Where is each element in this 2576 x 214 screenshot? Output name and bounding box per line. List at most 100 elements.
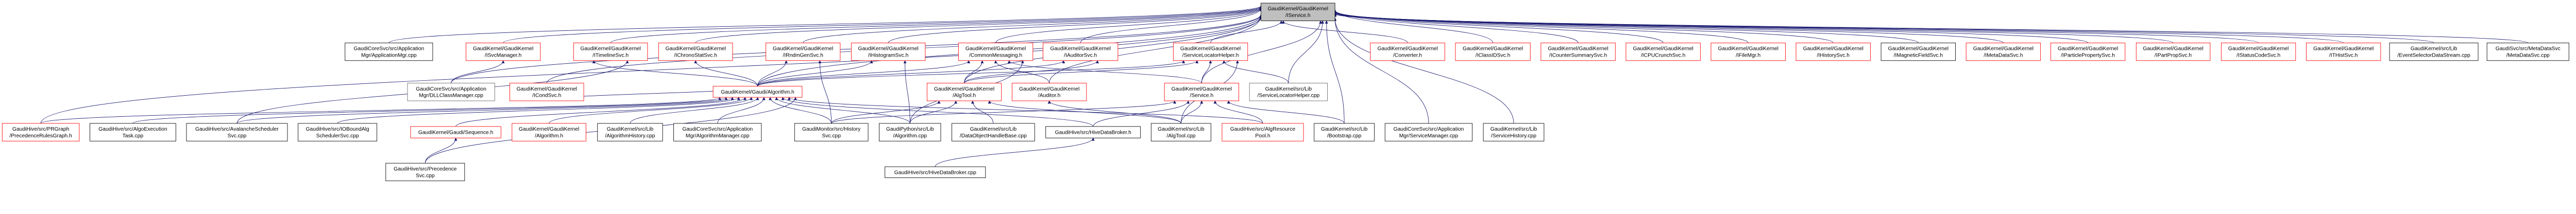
node-icpu[interactable]: GaudiKernel/GaudiKernel/ICPUCrunchSvc.h (1625, 42, 1701, 61)
node-ithist[interactable]: GaudiKernel/GaudiKernel/ITHistSvc.h (2306, 42, 2381, 61)
node-algtoolcpp[interactable]: GaudiKernel/src/Lib/AlgTool.cpp (1150, 123, 1211, 141)
node-box (2486, 42, 2569, 61)
node-evtsel[interactable]: GaudiKernel/src/Lib/EventSelectorDataStr… (2389, 42, 2479, 61)
node-label: /IService.h (1285, 13, 1311, 19)
node-metadatasvc[interactable]: GaudiSvc/src/MetaDataSvc/MetaDataSvc.cpp (2486, 42, 2569, 61)
node-svcmgr[interactable]: GaudiCoreSvc/src/ApplicationMgr/ServiceM… (1384, 123, 1473, 141)
edge-algres-to-serviceh (1213, 100, 1263, 123)
node-label: GaudiKernel/GaudiKernel (665, 46, 725, 52)
node-label: GaudiKernel/src/Lib (607, 127, 654, 132)
node-pyalg[interactable]: GaudiPython/src/Lib/Algorithm.cpp (879, 123, 941, 141)
edge-imetadata-to-iservice (1333, 11, 2004, 43)
edge-ihisto-to-iservice (888, 7, 1263, 43)
node-isvcmgr[interactable]: GaudiKernel/GaudiKernel/ISvcManager.h (465, 42, 541, 61)
node-label: /EventSelectorDataStream.cpp (2397, 52, 2470, 58)
node-algtoolh[interactable]: GaudiKernel/GaudiKernel/AlgTool.h (926, 83, 1002, 101)
edge-pyalg-to-algtoolh (909, 100, 958, 123)
node-label: GaudiKernel/src/Lib (1158, 127, 1205, 132)
node-box (1455, 42, 1531, 61)
edge-histsvc-to-galg (768, 97, 832, 123)
edge-galg-to-ichrono (694, 60, 758, 86)
node-label: /DataObjectHandleBase.cpp (960, 133, 1027, 139)
node-icond[interactable]: GaudiKernel/GaudiKernel/ICondSvc.h (510, 83, 584, 101)
node-label: GaudiKernel/GaudiKernel (1803, 46, 1863, 52)
node-hdbh[interactable]: GaudiHive/src/HiveDataBroker.h (1045, 126, 1141, 138)
node-box (1011, 83, 1087, 101)
node-box (345, 42, 433, 61)
node-label: /IParticlePropertySvc.h (2061, 52, 2115, 58)
node-svchist[interactable]: GaudiKernel/src/Lib/ServiceHistory.cpp (1483, 123, 1545, 141)
edge-histsvc-to-algtoolh (831, 100, 941, 124)
node-dohb[interactable]: GaudiKernel/src/Lib/DataObjectHandleBase… (952, 123, 1035, 141)
node-algmgr[interactable]: GaudiCoreSvc/src/ApplicationMgr/Algorith… (673, 123, 762, 141)
node-iservice[interactable]: GaudiKernel/GaudiKernel/IService.h (1261, 3, 1335, 21)
node-label: /IMagneticFieldSvc.h (1894, 52, 1943, 58)
node-imetadata[interactable]: GaudiKernel/GaudiKernel/IMetaDataSvc.h (1965, 42, 2041, 61)
node-istatus[interactable]: GaudiKernel/GaudiKernel/IStatusCodeSvc.h (2221, 42, 2296, 61)
node-label: /IStatusCodeSvc.h (2236, 52, 2281, 58)
node-irndm[interactable]: GaudiKernel/GaudiKernel/IRndmGenSvc.h (765, 42, 841, 61)
node-auditorh[interactable]: GaudiKernel/GaudiKernel/Auditor.h (1011, 83, 1087, 101)
node-label: /AlgTool.h (953, 93, 976, 99)
node-slhcpp[interactable]: GaudiKernel/src/Lib/ServiceLocatorHelper… (1249, 83, 1328, 101)
node-ihistory[interactable]: GaudiKernel/GaudiKernel/IHistorySvc.h (1795, 42, 1871, 61)
node-ipartpropsvc[interactable]: GaudiKernel/GaudiKernel/IPartPropSvc.h (2136, 42, 2211, 61)
node-label: GaudiCoreSvc/src/Application (416, 86, 486, 92)
node-label: /AlgorithmHistory.cpp (605, 133, 655, 139)
node-label: GaudiKernel/GaudiKernel (2228, 46, 2289, 52)
node-box (186, 123, 288, 141)
node-label: /IRndmGenSvc.h (783, 52, 823, 58)
node-appmgr[interactable]: GaudiCoreSvc/src/ApplicationMgr/Applicat… (345, 42, 433, 61)
node-label: /IClassIDSvc.h (1476, 52, 1511, 58)
edge-avalanche-to-galg (236, 97, 734, 124)
node-converter[interactable]: GaudiKernel/GaudiKernel/Converter.h (1370, 42, 1445, 61)
node-ipartprop[interactable]: GaudiKernel/GaudiKernel/IParticlePropert… (2050, 42, 2126, 61)
node-label: Mgr/ApplicationMgr.cpp (361, 52, 417, 58)
node-ichrono[interactable]: GaudiKernel/GaudiKernel/IChronoStatSvc.h (658, 42, 733, 61)
node-icounter[interactable]: GaudiKernel/GaudiKernel/ICounterSummaryS… (1540, 42, 1616, 61)
edge-evtsel-to-iservice (1333, 13, 2434, 43)
node-box (385, 163, 465, 182)
node-box (1483, 123, 1545, 141)
node-histsvc[interactable]: GaudiMonitor/src/HistorySvc.cpp (794, 123, 869, 141)
node-prgraph[interactable]: GaudiHive/src/PRGraph/PrecedenceRulesGra… (2, 123, 80, 141)
node-iclassid[interactable]: GaudiKernel/GaudiKernel/IClassIDSvc.h (1455, 42, 1531, 61)
node-box (926, 83, 1002, 101)
edge-gkalg-to-galg (549, 97, 753, 124)
node-label: /ICounterSummarySvc.h (1549, 52, 1607, 58)
node-ihisto[interactable]: GaudiKernel/GaudiKernel/IHistogramSvc.h (851, 42, 926, 61)
node-iaudsvc[interactable]: GaudiKernel/GaudiKernel/IAuditorSvc.h (1043, 42, 1118, 61)
node-itimeline[interactable]: GaudiKernel/GaudiKernel/ITimelineSvc.h (573, 42, 648, 61)
node-label: /ITimelineSvc.h (592, 52, 629, 58)
node-box (597, 123, 663, 141)
node-dllcm[interactable]: GaudiCoreSvc/src/ApplicationMgr/DLLClass… (407, 83, 495, 101)
node-imagfield[interactable]: GaudiKernel/GaudiKernel/IMagneticFieldSv… (1880, 42, 1956, 61)
node-label: GaudiKernel/GaudiKernel (1888, 46, 1948, 52)
node-box (1314, 123, 1375, 141)
edge-algtoolcpp-to-serviceh (1180, 100, 1204, 123)
edge-isvcmgr-to-iservice (503, 6, 1263, 43)
node-slh[interactable]: GaudiKernel/GaudiKernel/ServiceLocatorHe… (1173, 42, 1248, 61)
edge-irndm-to-iservice (803, 7, 1263, 43)
node-galg[interactable]: GaudiKernel/Gaudi/Algorithm.h (713, 86, 803, 98)
node-sequence[interactable]: GaudiKernel/Gaudi/Sequence.h (410, 126, 501, 138)
node-ifilemgr[interactable]: GaudiKernel/GaudiKernel/IFileMgr.h (1710, 42, 1786, 61)
node-bootstrap[interactable]: GaudiKernel/src/Lib/Bootstrap.cpp (1314, 123, 1375, 141)
edge-algoexec-to-galg (132, 97, 728, 124)
node-label: GaudiHive/src/HiveDataBroker.cpp (894, 170, 976, 175)
node-box (765, 42, 841, 61)
node-serviceh[interactable]: GaudiKernel/GaudiKernel/Service.h (1164, 83, 1240, 101)
node-hdbcpp[interactable]: GaudiHive/src/HiveDataBroker.cpp (885, 166, 986, 179)
node-commsg[interactable]: GaudiKernel/GaudiKernel/CommonMessaging.… (958, 42, 1033, 61)
node-label: /ServiceLocatorHelper.h (1182, 52, 1239, 58)
node-label: GaudiCoreSvc/src/Application (1394, 127, 1464, 132)
edge-ichrono-to-iservice (695, 6, 1263, 43)
node-gkalg[interactable]: GaudiKernel/GaudiKernel/Algorithm.h (512, 123, 586, 141)
node-box (673, 123, 762, 141)
node-alghist[interactable]: GaudiKernel/src/Lib/AlgorithmHistory.cpp (597, 123, 663, 141)
